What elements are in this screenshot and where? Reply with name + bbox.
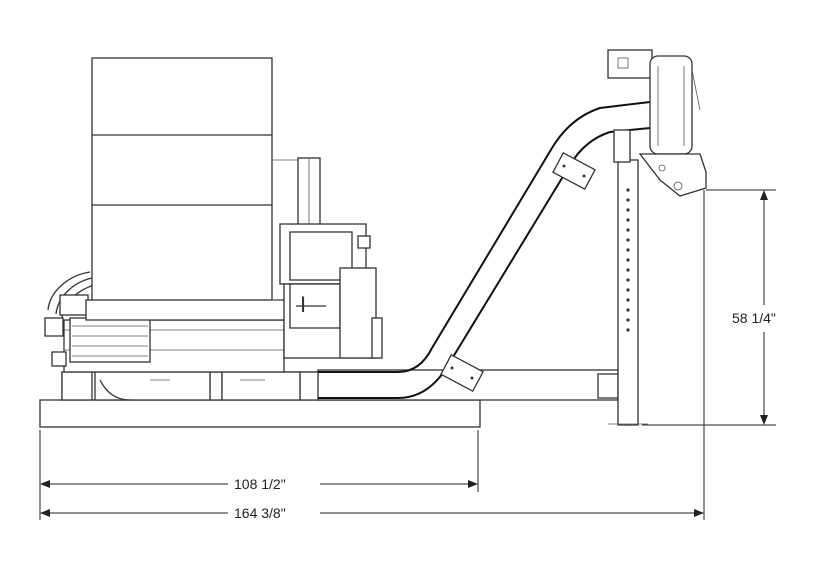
dimension-overall-length: 164 3/8": [39, 190, 705, 521]
base-length-label: 108 1/2": [234, 476, 286, 492]
height-label: 58 1/4": [732, 310, 776, 326]
dimension-height: 58 1/4": [642, 189, 776, 426]
dimension-base-length: 108 1/2": [39, 430, 479, 492]
svg-text:I: I: [300, 292, 306, 317]
overall-length-label: 164 3/8": [234, 505, 286, 521]
motor-pump-unit: [44, 271, 301, 401]
hydraulic-valve-block: I: [279, 157, 383, 359]
support-post: [608, 129, 648, 426]
hopper: [85, 57, 310, 321]
conveyor: [317, 101, 651, 401]
discharge-head: [607, 49, 707, 197]
